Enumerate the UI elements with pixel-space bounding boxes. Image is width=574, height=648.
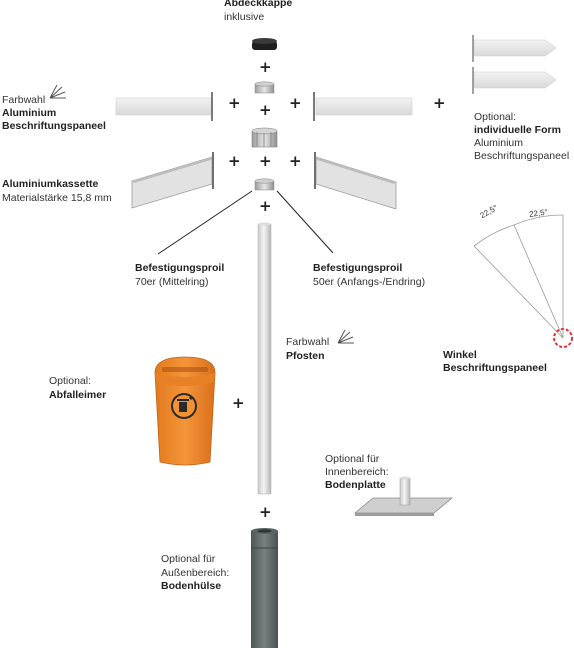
- post: [257, 222, 272, 495]
- plus-sign: +: [259, 152, 272, 170]
- panel-right-label-2: individuelle Form: [474, 124, 561, 136]
- leader-line-mid: [157, 190, 253, 255]
- cassette-right: [314, 152, 397, 210]
- cover-cap: [252, 38, 277, 50]
- ground-sleeve: [251, 528, 278, 648]
- cassette-left: [131, 152, 214, 209]
- cap-subtitle: inklusive: [224, 11, 265, 23]
- plus-sign: +: [259, 503, 272, 521]
- post-label-2: Pfosten: [286, 350, 325, 362]
- ground-sleeve-label-2: Außenbereich:: [161, 567, 230, 579]
- panel-left-label-1: Farbwahl: [2, 94, 46, 106]
- waste-bin: [154, 356, 216, 466]
- post-label-1: Farbwahl: [286, 336, 330, 348]
- panel-right-label-3: Aluminium: [474, 137, 524, 149]
- angle-title-2: Beschriftungspaneel: [443, 362, 547, 374]
- ground-sleeve-label-1: Optional für: [161, 553, 216, 565]
- angle-label-2: 22,5°: [528, 207, 549, 220]
- plus-sign: +: [259, 58, 272, 76]
- leader-line-end: [276, 190, 334, 254]
- floor-plate-label-1: Optional für: [325, 453, 380, 465]
- plus-sign: +: [259, 197, 272, 215]
- profile-ring-large: [251, 127, 278, 148]
- plus-sign: +: [289, 94, 302, 112]
- color-fan-icon: [337, 329, 354, 344]
- plus-sign: +: [232, 394, 245, 412]
- plus-sign: +: [259, 101, 272, 119]
- profile-ring-small: [254, 81, 275, 94]
- custom-shape-panels: [472, 35, 557, 94]
- cap-title: Abdeckkappe: [224, 0, 293, 9]
- plus-sign: +: [433, 94, 446, 112]
- angle-diagram: [473, 214, 573, 348]
- profile-ring-end: [254, 178, 275, 191]
- profile-end-detail: 50er (Anfangs-/Endring): [313, 276, 426, 288]
- panel-left-label-3: Beschriftungspaneel: [2, 120, 106, 132]
- angle-title-1: Winkel: [443, 349, 477, 361]
- profile-mid-label: Befestigungsproil: [135, 262, 225, 274]
- profile-mid-detail: 70er (Mittelring): [135, 276, 209, 288]
- plus-sign: +: [289, 152, 302, 170]
- cassette-detail: Materialstärke 15,8 mm: [2, 192, 112, 204]
- waste-label-1: Optional:: [49, 375, 92, 387]
- panel-right-label-1: Optional:: [474, 111, 517, 123]
- color-fan-icon: [49, 84, 66, 99]
- plus-sign: +: [228, 152, 241, 170]
- panel-left-flat: [115, 92, 213, 121]
- ground-sleeve-label-3: Bodenhülse: [161, 580, 222, 592]
- profile-end-label: Befestigungsproil: [313, 262, 403, 274]
- cassette-label: Aluminiumkassette: [2, 178, 99, 190]
- plus-sign: +: [228, 94, 241, 112]
- floor-plate-label-3: Bodenplatte: [325, 479, 386, 491]
- floor-plate: [353, 476, 454, 516]
- panel-right-flat: [313, 92, 413, 121]
- panel-left-label-2: Aluminium: [2, 107, 57, 119]
- floor-plate-label-2: Innenbereich:: [325, 466, 389, 478]
- panel-right-label-4: Beschriftungspaneel: [474, 150, 570, 162]
- waste-label-2: Abfalleimer: [49, 389, 107, 401]
